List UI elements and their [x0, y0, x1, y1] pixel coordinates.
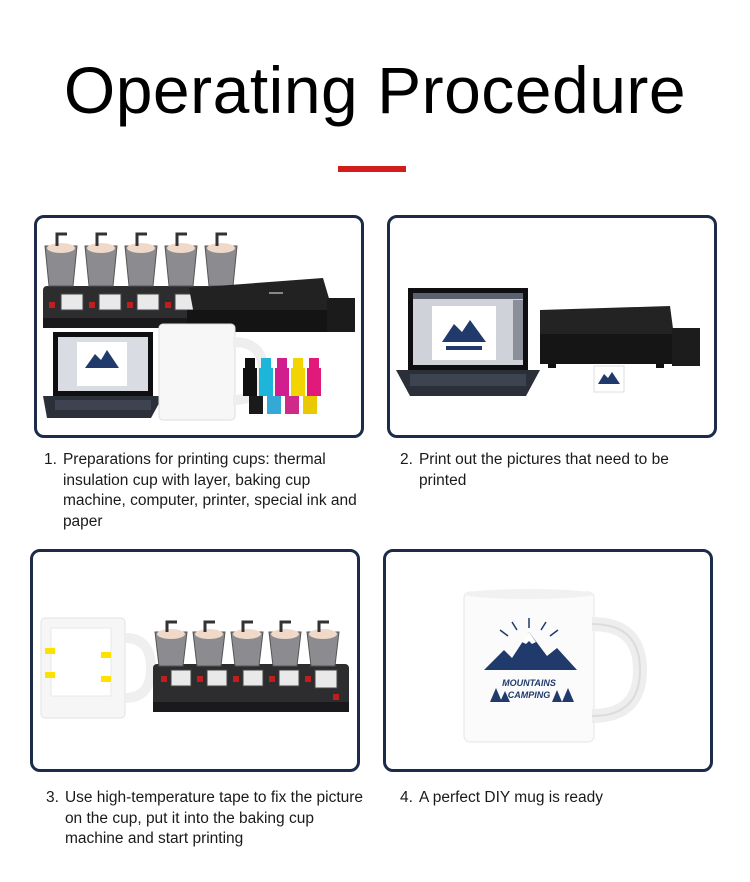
laptop-icon [396, 288, 540, 396]
step-number: 3. [46, 789, 59, 806]
step-1-caption: 1. Preparations for printing cups: therm… [44, 450, 364, 532]
title-underline-accent [338, 166, 406, 172]
step-text: Use high-temperature tape to fix the pic… [64, 789, 364, 847]
page-title: Operating Procedure [63, 53, 687, 127]
mug-print-line2: CAMPING [508, 690, 551, 700]
step-2-image-card [387, 215, 717, 438]
step-text: Preparations for printing cups: thermal … [62, 451, 357, 530]
taped-mug-icon [40, 617, 157, 719]
finished-mug-icon: MOUNTAINS CAMPING [463, 589, 648, 743]
step-4-caption: 4. A perfect DIY mug is ready [400, 788, 710, 809]
step-2-caption: 2. Print out the pictures that need to b… [400, 450, 710, 491]
mug-print-line1: MOUNTAINS [502, 678, 556, 688]
step-text: A perfect DIY mug is ready [418, 789, 604, 806]
step-1-image-card [34, 215, 364, 438]
mountain-logo-icon [484, 618, 577, 702]
step-3-caption: 3. Use high-temperature tape to fix the … [46, 788, 366, 850]
step-number: 4. [400, 789, 413, 806]
printer-icon [540, 306, 700, 393]
laptop-icon [43, 332, 163, 418]
step-3-image-card [30, 549, 360, 772]
ink-bottles-icon [243, 358, 321, 414]
mug-press-machine-icon [153, 620, 349, 712]
step-text: Print out the pictures that need to be p… [418, 451, 669, 489]
step-4-image-card: MOUNTAINS CAMPING [383, 549, 713, 772]
step-number: 2. [400, 451, 413, 468]
step-number: 1. [44, 451, 57, 468]
